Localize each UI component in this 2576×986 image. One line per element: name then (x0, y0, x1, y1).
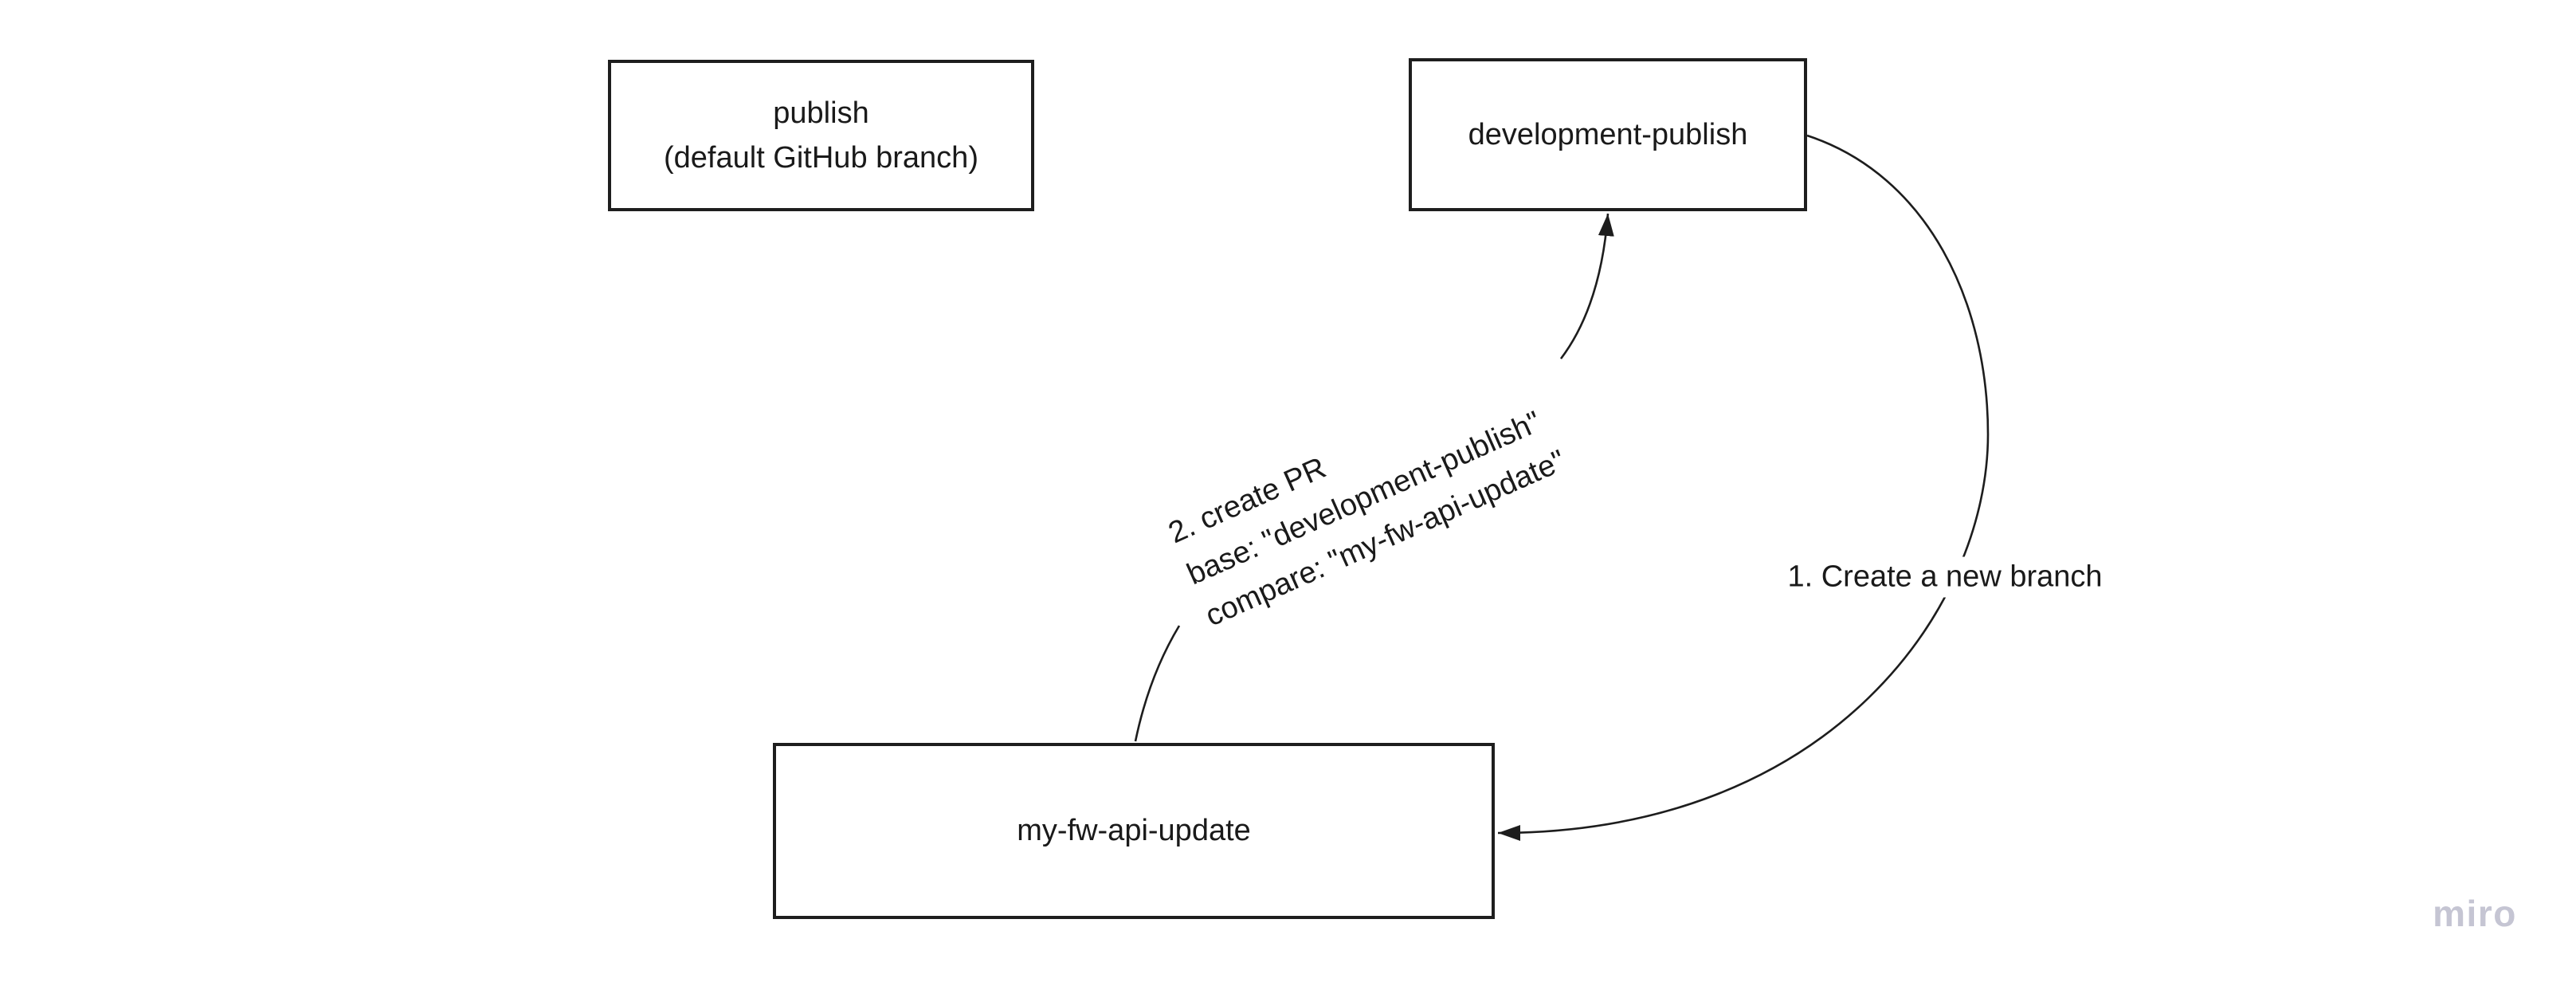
create-branch-connector[interactable] (1497, 134, 1990, 841)
node-publish-label-line1: publish (773, 96, 869, 130)
edge-label-create-branch[interactable]: 1. Create a new branch (1778, 556, 2112, 598)
node-publish[interactable]: publish (default GitHub branch) (608, 60, 1034, 211)
node-my-fw-api-update-label: my-fw-api-update (1017, 814, 1251, 848)
node-my-fw-api-update[interactable]: my-fw-api-update (773, 743, 1495, 919)
node-development-publish-label: development-publish (1468, 117, 1748, 151)
edge-label-create-branch-text: 1. Create a new branch (1787, 560, 2103, 594)
miro-watermark: miro (2433, 892, 2517, 935)
create-pr-connector-lower[interactable] (1134, 625, 1181, 742)
node-development-publish[interactable]: development-publish (1409, 58, 1807, 211)
node-publish-label-line2: (default GitHub branch) (664, 141, 978, 175)
miro-watermark-text: miro (2433, 893, 2517, 934)
create-pr-connector-upper[interactable] (1559, 213, 1614, 359)
